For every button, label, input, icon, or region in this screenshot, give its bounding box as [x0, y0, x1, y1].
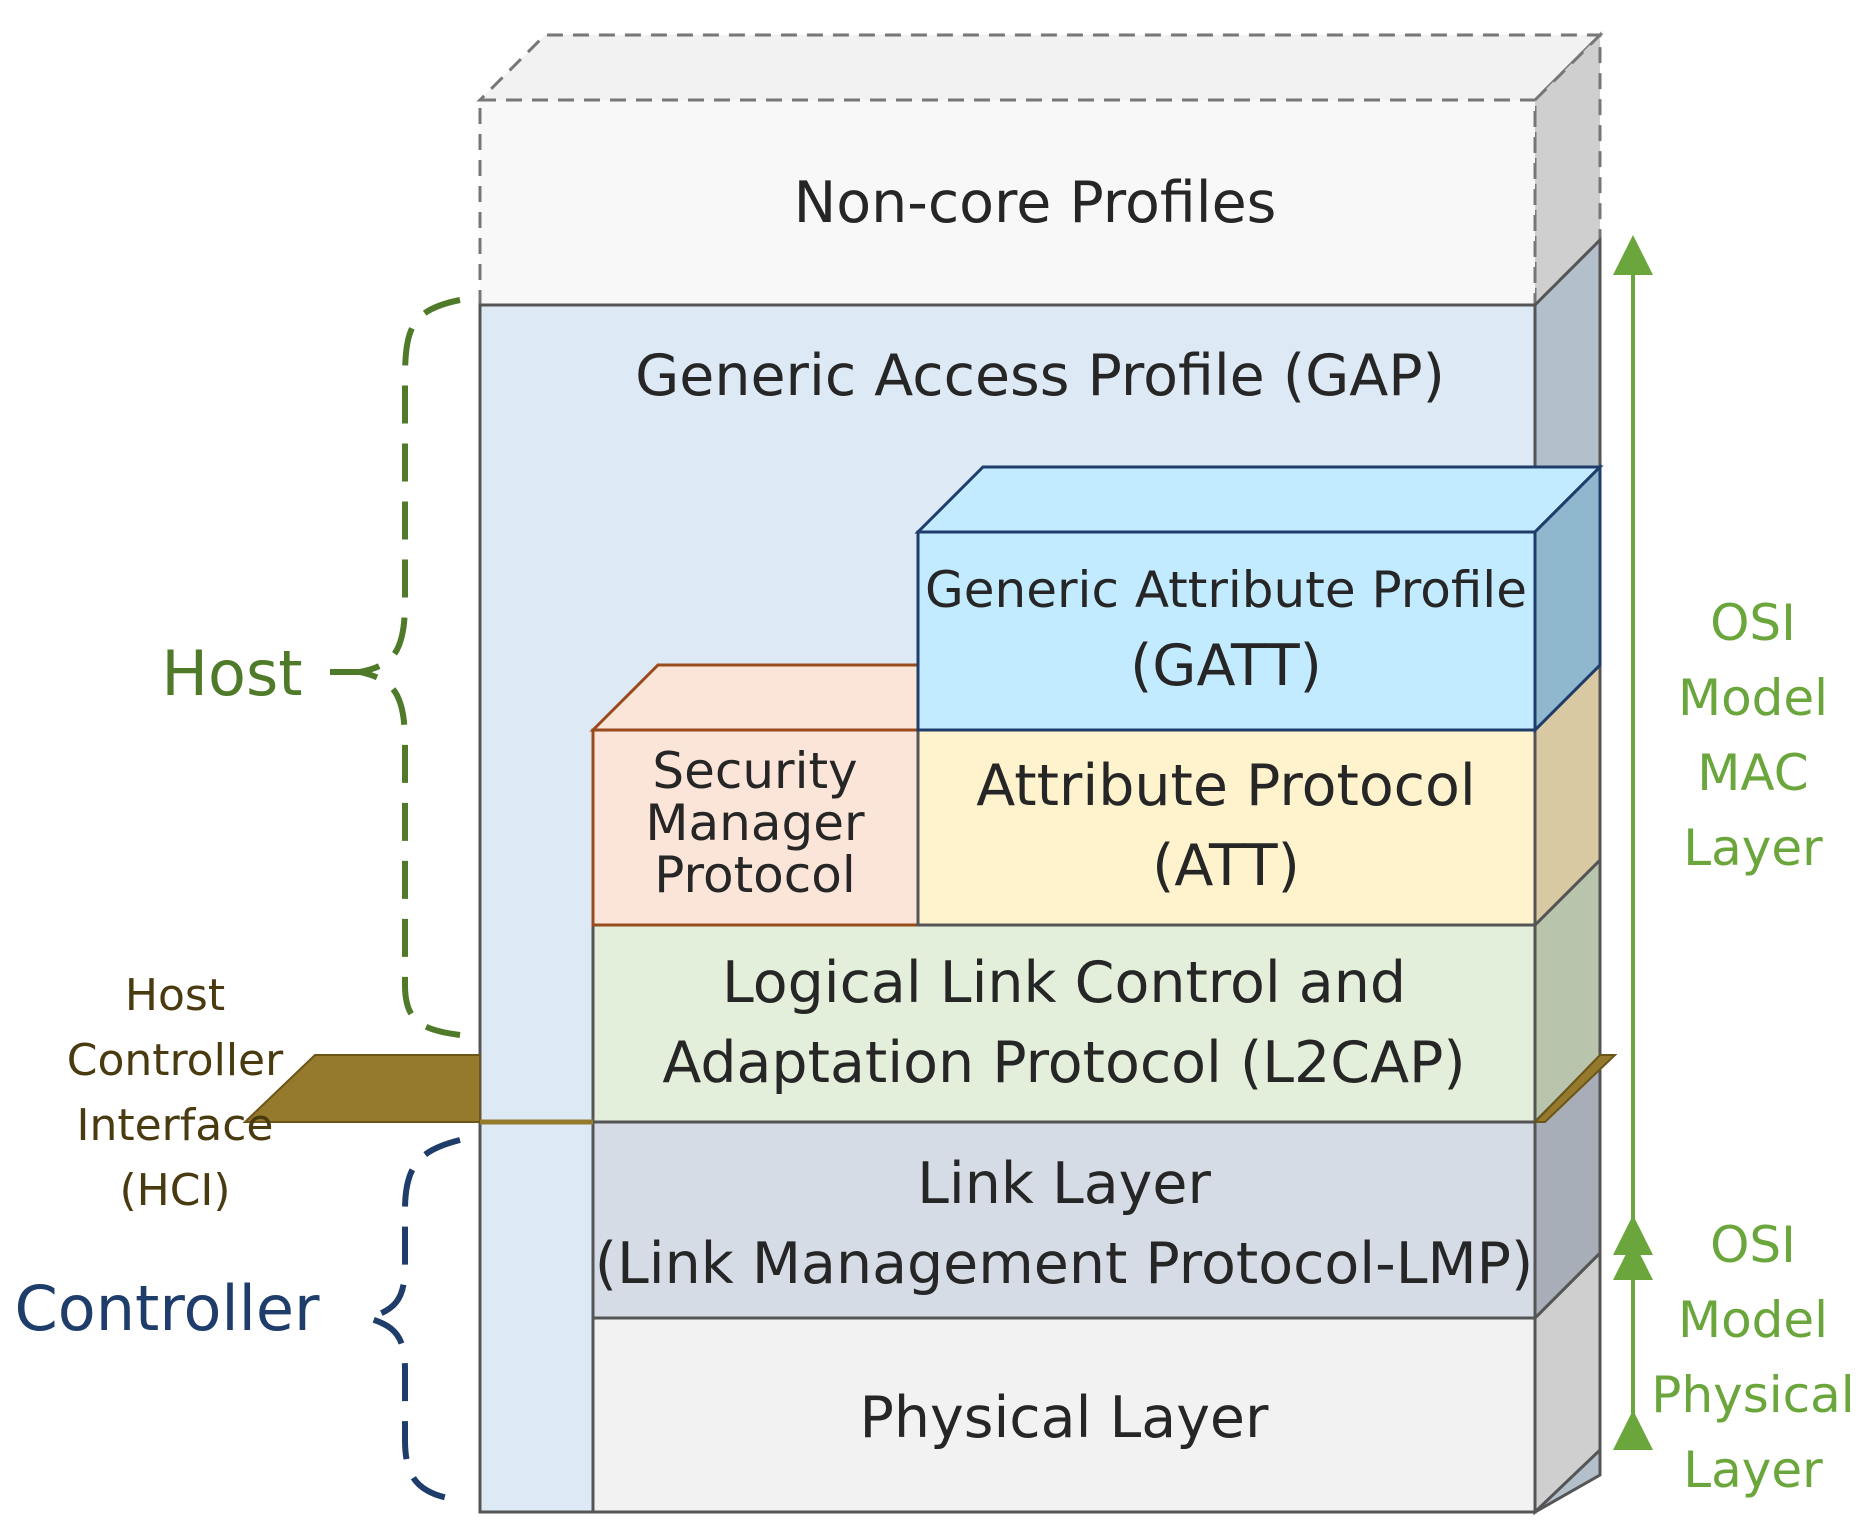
- host-label: Host: [161, 637, 302, 710]
- controller-label: Controller: [15, 1272, 320, 1345]
- l2cap-block: Logical Link Control and Adaptation Prot…: [591, 856, 1602, 1126]
- att-block: Attribute Protocol (ATT): [916, 661, 1602, 929]
- osi-physical-line-4: Layer: [1683, 1441, 1823, 1499]
- osi-mac-line-4: Layer: [1683, 819, 1823, 877]
- link-layer-subtitle: (Link Management Protocol-LMP): [595, 1231, 1534, 1297]
- osi-physical-line-1: OSI: [1710, 1216, 1796, 1274]
- hci-plane: [242, 1054, 1618, 1125]
- controller-brace: [357, 1137, 461, 1503]
- gatt-block: Generic Attribute Profile (GATT): [914, 463, 1604, 734]
- gap-label: Generic Access Profile (GAP): [635, 343, 1445, 409]
- osi-mac-line-2: Model: [1678, 669, 1828, 727]
- osi-physical-line-3: Physical: [1651, 1366, 1854, 1424]
- osi-mac-line-3: MAC: [1697, 744, 1808, 802]
- link-layer-title: Link Layer: [917, 1151, 1211, 1217]
- hci-label-line-3: Interface: [77, 1100, 274, 1151]
- att-line-2: (ATT): [1152, 833, 1300, 899]
- att-line-1: Attribute Protocol: [976, 753, 1476, 819]
- l2cap-line-2: Adaptation Protocol (L2CAP): [662, 1030, 1465, 1096]
- osi-mac-line-1: OSI: [1710, 594, 1796, 652]
- hci-label-line-2: Controller: [67, 1035, 284, 1086]
- gatt-line-2: (GATT): [1130, 633, 1322, 699]
- non-core-profiles-block: Non-core Profiles: [476, 31, 1604, 309]
- smp-line-3: Protocol: [654, 846, 856, 904]
- smp-line-2: Manager: [645, 794, 865, 852]
- l2cap-line-1: Logical Link Control and: [722, 950, 1406, 1016]
- physical-layer-label: Physical Layer: [860, 1385, 1269, 1451]
- osi-physical-line-2: Model: [1678, 1291, 1828, 1349]
- gatt-line-1: Generic Attribute Profile: [925, 561, 1527, 619]
- smp-line-1: Security: [652, 742, 857, 800]
- host-brace: [359, 297, 461, 1038]
- link-layer-block: Link Layer (Link Management Protocol-LMP…: [591, 1053, 1602, 1322]
- hci-label-line-4: (HCI): [119, 1165, 230, 1216]
- smp-block: Security Manager Protocol: [589, 663, 920, 927]
- non-core-profiles-label: Non-core Profiles: [794, 170, 1277, 236]
- hci-label-line-1: Host: [125, 970, 225, 1021]
